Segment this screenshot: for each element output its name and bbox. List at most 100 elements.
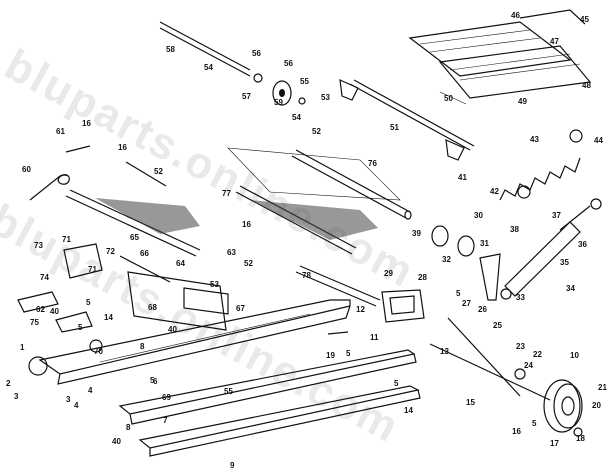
- part-callout-label: 28: [418, 273, 427, 282]
- part-callout-label: 43: [530, 135, 539, 144]
- part-callout-label: 73: [34, 241, 43, 250]
- part-callout-label: 37: [552, 211, 561, 220]
- part-callout-label: 30: [474, 211, 483, 220]
- part-callout-label: 42: [490, 187, 499, 196]
- part-callout-label: 68: [148, 303, 157, 312]
- part-callout-label: 62: [36, 305, 45, 314]
- part-callout-label: 7: [163, 416, 168, 425]
- part-callout-label: 18: [576, 434, 585, 443]
- part-callout-label: 56: [252, 49, 261, 58]
- part-callout-label: 55: [300, 77, 309, 86]
- part-callout-label: 47: [550, 37, 559, 46]
- shock-absorber: [500, 198, 602, 300]
- top-shaft-assembly: [159, 21, 306, 106]
- part-callout-label: 38: [510, 225, 519, 234]
- part-callout-label: 24: [524, 361, 533, 370]
- center-shafts: [65, 147, 412, 257]
- front-spring-hook: [29, 145, 91, 201]
- part-callout-label: 64: [176, 259, 185, 268]
- part-callout-label: 16: [512, 427, 521, 436]
- part-callout-label: 6: [153, 377, 158, 386]
- part-callout-label: 25: [493, 321, 502, 330]
- part-callout-label: 44: [594, 136, 603, 145]
- part-callout-label: 49: [518, 97, 527, 106]
- rear-bracket: [381, 289, 425, 323]
- part-callout-label: 39: [412, 229, 421, 238]
- part-callout-label: 26: [478, 305, 487, 314]
- rear-axle-components: [119, 91, 583, 437]
- part-callout-label: 67: [236, 304, 245, 313]
- part-callout-label: 41: [458, 173, 467, 182]
- part-callout-label: 8: [126, 423, 131, 432]
- part-callout-label: 33: [516, 293, 525, 302]
- part-callout-label: 9: [230, 461, 235, 470]
- part-callout-label: 5: [78, 323, 83, 332]
- part-callout-label: 60: [22, 165, 31, 174]
- part-callout-label: 74: [40, 273, 49, 282]
- part-callout-label: 72: [106, 247, 115, 256]
- part-callout-label: 40: [50, 307, 59, 316]
- part-callout-label: 19: [326, 351, 335, 360]
- part-callout-label: 70: [94, 347, 103, 356]
- adjuster-block: [127, 271, 229, 331]
- part-callout-label: 56: [284, 59, 293, 68]
- part-callout-label: 16: [242, 220, 251, 229]
- part-callout-label: 15: [466, 398, 475, 407]
- part-callout-label: 3: [66, 395, 71, 404]
- part-callout-label: 2: [6, 379, 11, 388]
- part-callout-label: 52: [244, 259, 253, 268]
- part-callout-label: 71: [88, 265, 97, 274]
- part-callout-label: 51: [390, 123, 399, 132]
- part-callout-label: 71: [62, 235, 71, 244]
- part-callout-label: 16: [118, 143, 127, 152]
- part-callout-label: 58: [166, 45, 175, 54]
- part-callout-label: 40: [112, 437, 121, 446]
- part-callout-label: 5: [86, 298, 91, 307]
- part-callout-label: 50: [444, 94, 453, 103]
- part-callout-label: 1: [20, 343, 25, 352]
- long-shaft: [339, 79, 475, 161]
- part-callout-label: 29: [384, 269, 393, 278]
- lower-slide-rail: [118, 349, 417, 425]
- part-callout-label: 5: [150, 376, 155, 385]
- part-callout-label: 46: [511, 11, 520, 20]
- part-callout-label: 53: [321, 93, 330, 102]
- part-callout-label: 20: [592, 401, 601, 410]
- part-callout-label: 32: [442, 255, 451, 264]
- part-callout-label: 12: [356, 305, 365, 314]
- part-callout-label: 14: [404, 406, 413, 415]
- part-callout-label: 14: [104, 313, 113, 322]
- part-callout-label: 5: [456, 289, 461, 298]
- part-callout-label: 76: [368, 159, 377, 168]
- part-callout-label: 22: [533, 350, 542, 359]
- part-callout-label: 21: [598, 383, 607, 392]
- part-callout-label: 54: [204, 63, 213, 72]
- part-callout-label: 36: [578, 240, 587, 249]
- part-callout-label: 5: [532, 419, 537, 428]
- part-callout-label: 31: [480, 239, 489, 248]
- part-callout-label: 27: [462, 299, 471, 308]
- part-callout-label: 3: [14, 392, 19, 401]
- part-callout-label: 55: [224, 387, 233, 396]
- part-callout-label: 45: [580, 15, 589, 24]
- part-callout-label: 78: [302, 271, 311, 280]
- part-callout-label: 17: [550, 439, 559, 448]
- part-callout-label: 11: [370, 333, 379, 342]
- part-callout-label: 61: [56, 127, 65, 136]
- part-callout-label: 77: [222, 189, 231, 198]
- wear-strip: [138, 385, 421, 457]
- part-callout-label: 5: [346, 349, 351, 358]
- part-callout-label: 65: [130, 233, 139, 242]
- part-callout-label: 54: [292, 113, 301, 122]
- part-callout-label: 63: [227, 248, 236, 257]
- part-callout-label: 48: [582, 81, 591, 90]
- part-callout-label: 4: [74, 401, 79, 410]
- part-callout-label: 40: [168, 325, 177, 334]
- part-callout-label: 8: [140, 342, 145, 351]
- upper-slide-rail: [38, 299, 351, 385]
- front-arms: [17, 243, 103, 376]
- coil-spring: [499, 129, 583, 201]
- part-callout-label: 34: [566, 284, 575, 293]
